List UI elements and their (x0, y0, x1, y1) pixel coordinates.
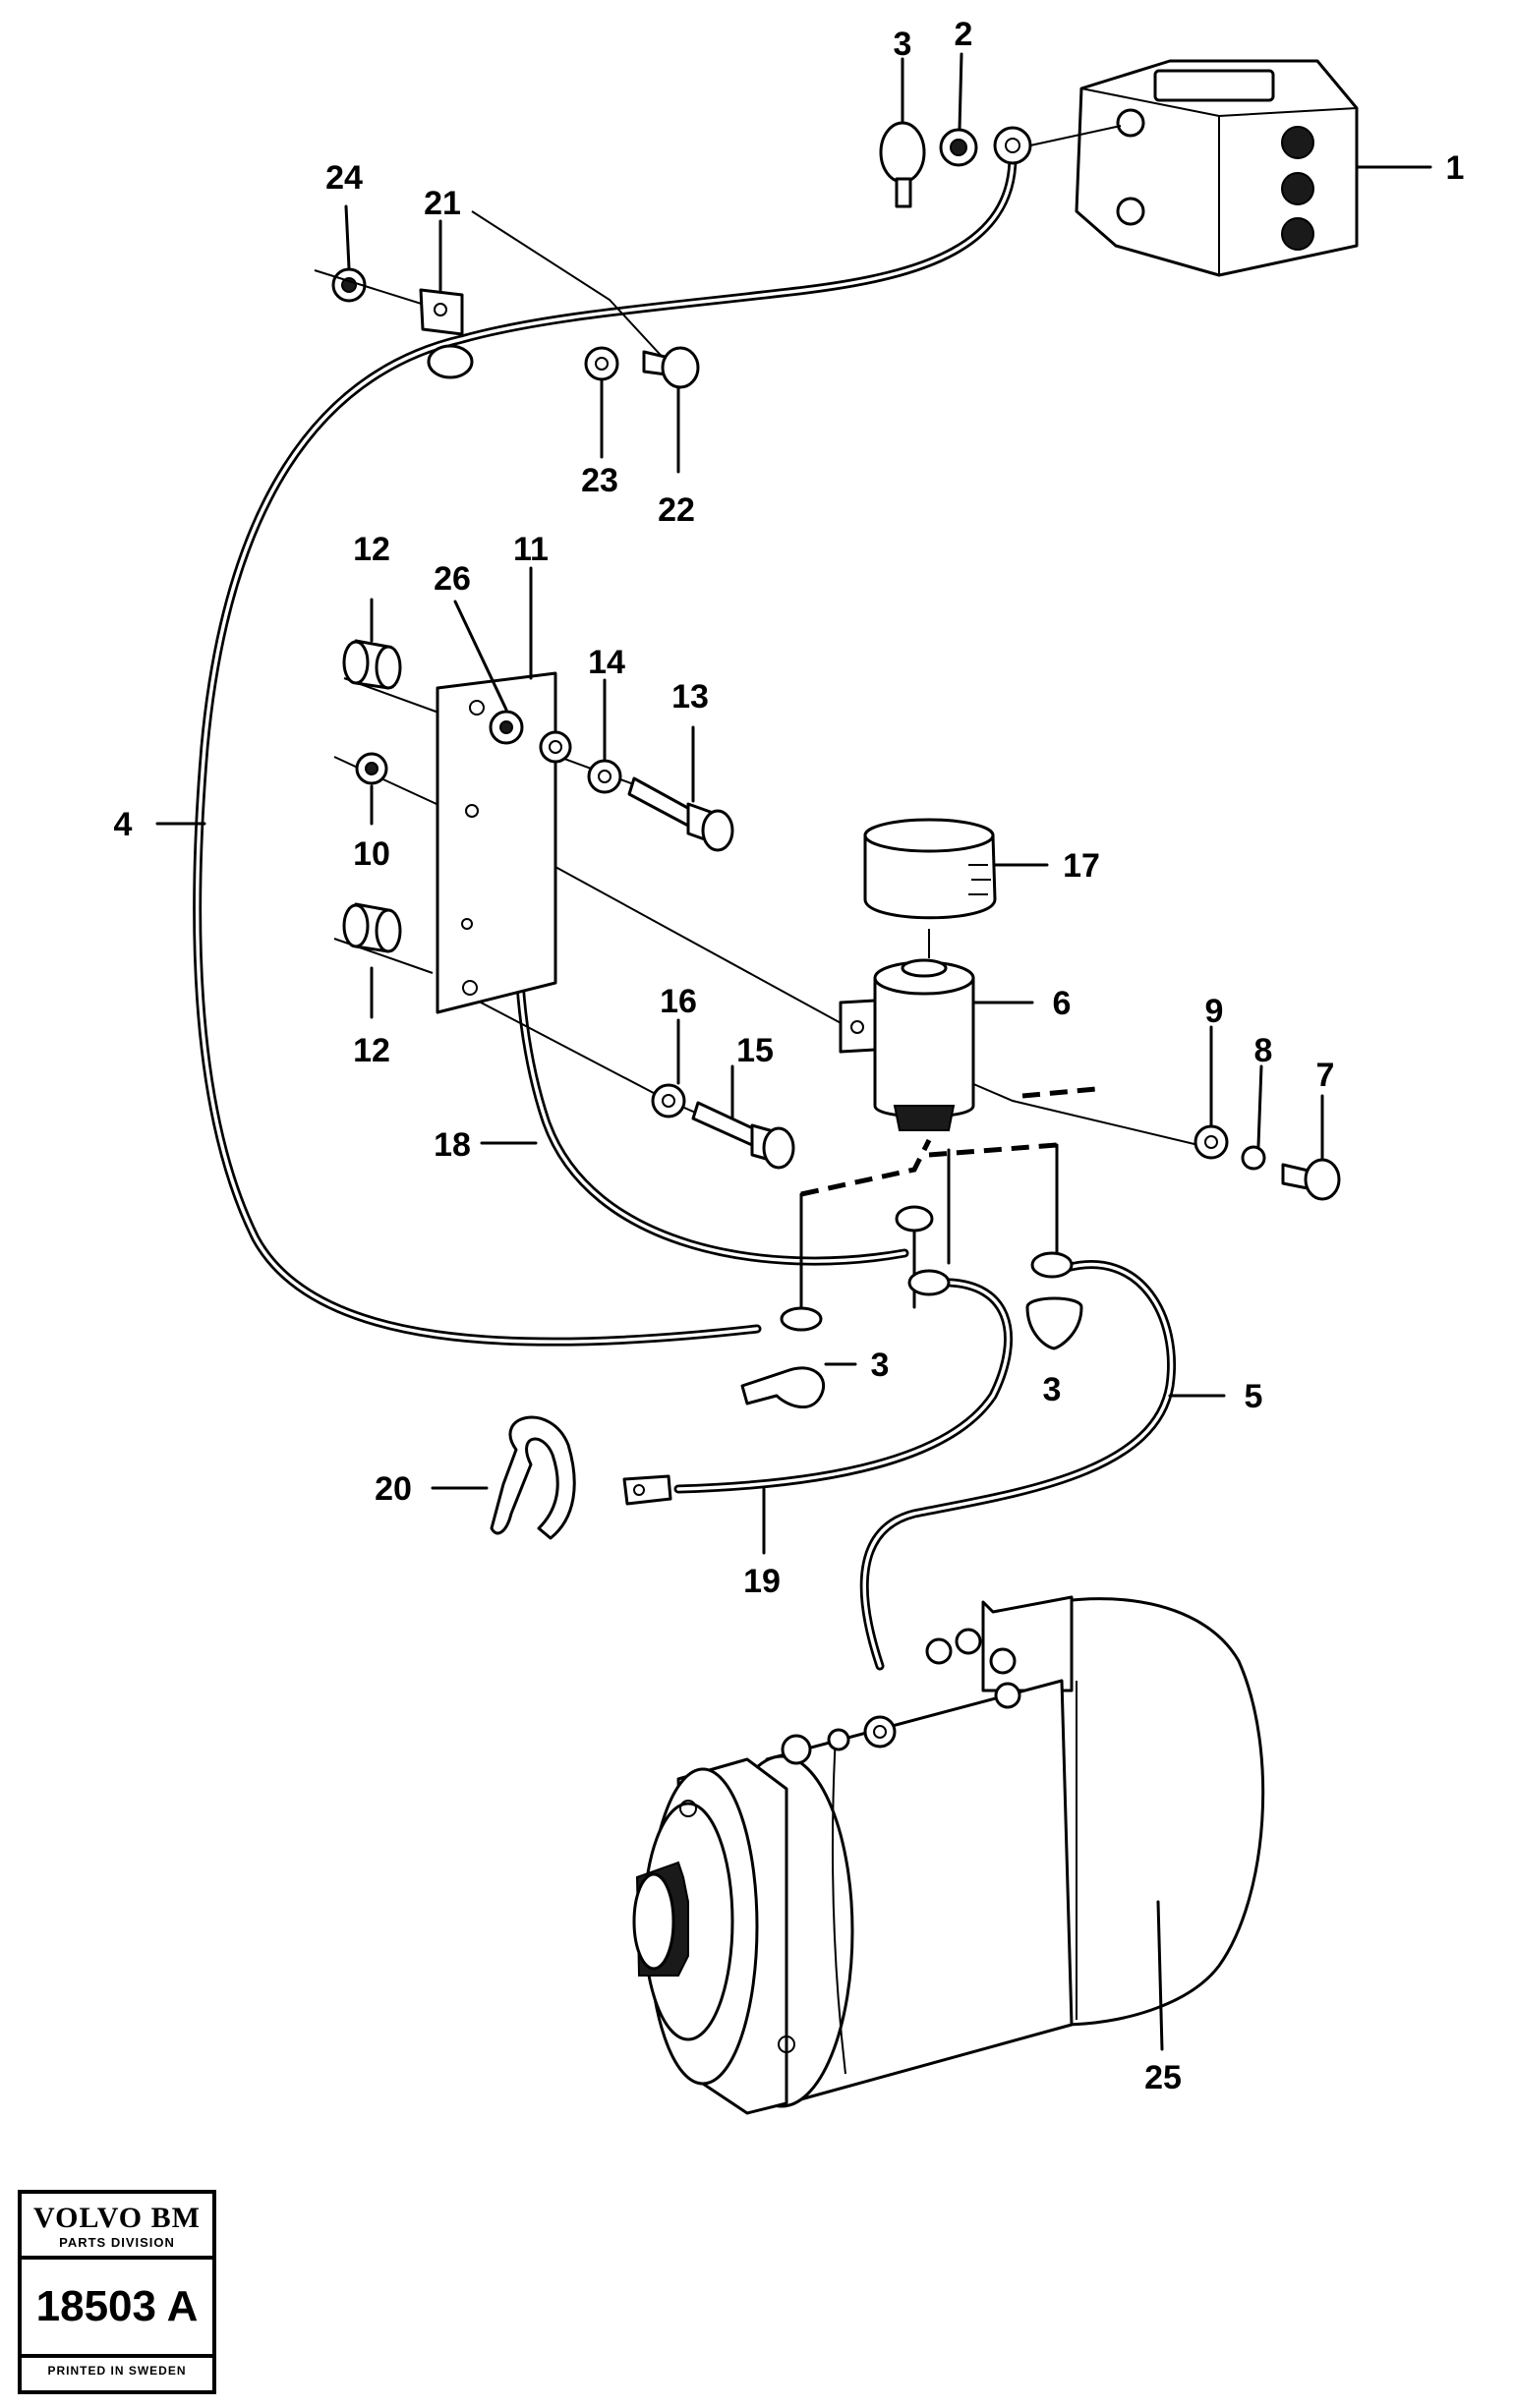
callout-5: 5 (1245, 1378, 1263, 1415)
lock-washer-8 (1241, 1145, 1266, 1171)
nut-10 (355, 752, 388, 785)
callout-20: 20 (375, 1470, 412, 1508)
leader-8 (1256, 1064, 1263, 1148)
stamp-printed: PRINTED IN SWEDEN (47, 2364, 187, 2378)
assembly-line-bracket-bolt (471, 210, 670, 365)
washer-23 (584, 346, 619, 381)
leader-24 (344, 204, 351, 270)
callout-3-right: 3 (1043, 1371, 1062, 1408)
assembly-line-terminal (1029, 125, 1122, 146)
cable-lug-18 (539, 730, 572, 764)
callout-12-top: 12 (353, 531, 390, 568)
bolt-13 (627, 776, 734, 852)
leader-25 (1156, 1900, 1164, 2051)
terminal-cover-3-right (1025, 1296, 1083, 1350)
callout-17: 17 (1063, 847, 1100, 885)
dashed-lead-c (1021, 1086, 1097, 1099)
mounting-plate-11 (436, 671, 557, 1014)
dashed-lead-b (928, 1142, 1058, 1158)
callout-3-left: 3 (871, 1347, 890, 1384)
callout-4: 4 (114, 806, 133, 843)
spacer-12-bottom (342, 902, 402, 953)
cable-19 (673, 1278, 1014, 1494)
callout-19: 19 (743, 1563, 781, 1600)
bolt-15 (691, 1101, 795, 1170)
callout-21: 21 (424, 185, 461, 222)
cable-clip-20 (490, 1415, 576, 1540)
leader-2 (958, 52, 963, 132)
callout-1: 1 (1446, 149, 1465, 187)
callout-11: 11 (513, 531, 549, 568)
cable-5 (859, 1260, 1176, 1671)
callout-23: 23 (581, 462, 618, 499)
starter-motor-25 (632, 1595, 1265, 2115)
cable-lug-b (895, 1205, 934, 1233)
callout-10: 10 (353, 835, 390, 873)
callout-2: 2 (955, 16, 973, 53)
cable-4 (193, 152, 1018, 1347)
leader-26 (453, 600, 508, 712)
nut-2 (939, 128, 978, 167)
clamp-21 (419, 288, 474, 379)
cable-lug-d (1030, 1251, 1074, 1279)
bolt-7 (1281, 1158, 1341, 1201)
terminal-cover-3-left (740, 1366, 825, 1408)
stamp-drawing-number: 18503 A (22, 2260, 212, 2358)
connector-19 (622, 1474, 672, 1506)
callout-7: 7 (1316, 1057, 1335, 1094)
callout-25: 25 (1144, 2059, 1182, 2096)
terminal-26 (489, 710, 524, 745)
washer-14 (587, 759, 622, 794)
cable-lug-c (907, 1269, 951, 1296)
callout-12-bottom: 12 (353, 1032, 390, 1069)
cable-lug-a (780, 1306, 823, 1332)
callout-14: 14 (588, 644, 625, 681)
callout-26: 26 (434, 560, 471, 598)
battery-switch-block (1075, 59, 1359, 277)
starter-terminals (781, 1628, 1021, 1765)
callout-16: 16 (660, 983, 697, 1020)
callout-8: 8 (1254, 1032, 1273, 1069)
callout-6: 6 (1053, 985, 1072, 1022)
spacer-12-top (342, 639, 402, 690)
cable-lug-top (993, 126, 1032, 165)
dashed-lead-a (800, 1138, 932, 1197)
callout-15: 15 (736, 1032, 774, 1069)
callout-13: 13 (671, 678, 709, 716)
relay-cap-17 (863, 818, 997, 920)
bolt-22 (642, 346, 700, 389)
callout-9: 9 (1205, 993, 1224, 1030)
stamp-brand: VOLVO BM (33, 2202, 201, 2234)
stamp-division: PARTS DIVISION (22, 2235, 212, 2260)
relay-6 (839, 958, 975, 1131)
callout-3-top: 3 (894, 26, 912, 63)
callout-22: 22 (658, 491, 695, 529)
volvo-bm-parts-stamp: VOLVO BM PARTS DIVISION 18503 A PRINTED … (18, 2190, 216, 2394)
callout-18: 18 (434, 1126, 471, 1164)
terminal-cover-top (879, 121, 926, 208)
callout-24: 24 (325, 159, 363, 197)
washer-16 (651, 1083, 686, 1118)
washer-9 (1194, 1124, 1229, 1160)
